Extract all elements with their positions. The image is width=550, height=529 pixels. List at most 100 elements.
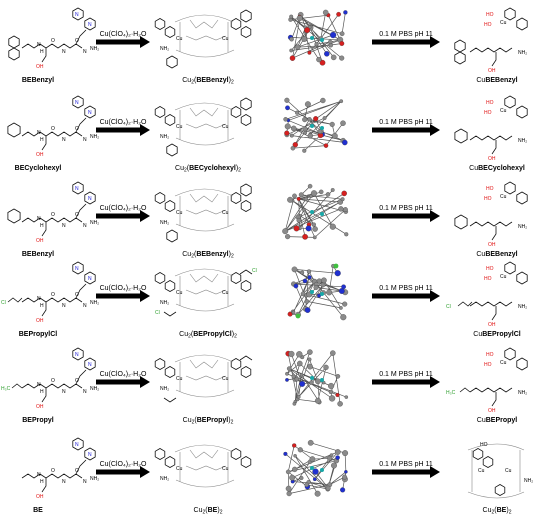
crystal-atom bbox=[343, 207, 348, 212]
product-pyridine-ring bbox=[516, 191, 528, 205]
atom-o-label: O bbox=[75, 378, 79, 384]
crystal-atom bbox=[285, 469, 291, 475]
crystal-atom bbox=[330, 54, 337, 61]
reaction-arrow-head bbox=[430, 210, 440, 222]
hydroxyl-arm bbox=[41, 302, 47, 317]
crystal-atom bbox=[326, 289, 333, 296]
crystal-atom bbox=[343, 10, 348, 15]
group-ring bbox=[166, 55, 178, 69]
linker-bond bbox=[75, 117, 87, 133]
dimer-pyridine-ring bbox=[164, 366, 176, 378]
crystal-atom bbox=[323, 364, 329, 371]
crystal-cu-atom bbox=[320, 292, 324, 296]
macrocycle-frame bbox=[174, 14, 235, 58]
crystal-atom bbox=[292, 193, 297, 199]
product-hydroxyl-arm bbox=[491, 140, 497, 155]
product-backbone bbox=[469, 301, 513, 307]
ligand-name: BECyclohexyl bbox=[15, 165, 62, 172]
crystal-atom bbox=[302, 117, 308, 123]
crystal-atom bbox=[339, 306, 343, 310]
backbone-chain bbox=[21, 383, 83, 389]
dimer-name: Cu2(BEBenzyl)2 bbox=[182, 77, 234, 86]
crystal-atom bbox=[315, 378, 321, 385]
dimer-pyridine-ring bbox=[230, 272, 242, 284]
reaction-arrow-head bbox=[140, 210, 150, 222]
atom-o-label: O bbox=[51, 126, 55, 132]
crystal-atom bbox=[296, 15, 303, 22]
group-chain bbox=[457, 301, 473, 307]
crystal-atom bbox=[307, 363, 313, 370]
hydroxyl-arm bbox=[41, 478, 47, 493]
pyridine-ring-1 bbox=[72, 181, 84, 195]
atom-nh2-label: NH₂ bbox=[90, 134, 99, 140]
atom-cl-label: Cl bbox=[1, 300, 6, 306]
atom-ho-label: HO bbox=[484, 276, 492, 282]
dimer-pyridine-ring bbox=[154, 448, 166, 460]
dimer-name: Cu2(BEPropyl)2 bbox=[183, 417, 234, 426]
crystal-atom bbox=[288, 350, 295, 358]
crystal-atom bbox=[330, 350, 336, 356]
dimer-pyridine-ring bbox=[154, 358, 166, 370]
product-hydroxyl-arm bbox=[491, 306, 497, 321]
hydroxyl-arm bbox=[41, 48, 47, 63]
atom-h-label: H bbox=[40, 223, 44, 229]
crystal-atom bbox=[312, 468, 319, 475]
condition-label: 0.1 M PBS pH 11 bbox=[379, 119, 433, 126]
atom-nh2-label: NH₂ bbox=[518, 138, 527, 144]
crystal-atom bbox=[293, 225, 300, 232]
atom-cu-label: Cu bbox=[176, 124, 183, 130]
pyridine-ring-1 bbox=[72, 437, 84, 451]
crystal-atom bbox=[336, 11, 341, 17]
atom-cu-label: Cu bbox=[500, 194, 507, 200]
group-ring bbox=[240, 97, 252, 111]
crystal-atom bbox=[299, 475, 304, 481]
atom-o-label: O bbox=[75, 212, 79, 218]
group-ring bbox=[166, 229, 178, 243]
condition-label: 0.1 M PBS pH 11 bbox=[379, 285, 433, 292]
ligand-name: BEBenzyl bbox=[22, 251, 54, 258]
crystal-cu-atom bbox=[310, 210, 314, 214]
crystal-atom bbox=[310, 190, 318, 197]
condition-label: 0.1 M PBS pH 11 bbox=[379, 371, 433, 378]
crystal-atom bbox=[306, 269, 312, 274]
group-chain bbox=[239, 355, 253, 361]
crystal-atom bbox=[303, 196, 309, 202]
atom-h3c-label: H₃C bbox=[1, 386, 11, 392]
propyl-chain bbox=[7, 297, 23, 303]
dimer-pyridine-ring bbox=[240, 366, 252, 378]
hydroxyl-arm bbox=[41, 136, 47, 151]
atom-oh-label: OH bbox=[36, 494, 44, 500]
atom-nh2-label: NH₂ bbox=[518, 304, 527, 310]
dimer-pyridine-ring bbox=[154, 18, 166, 30]
atom-o-label: O bbox=[75, 38, 79, 44]
group-ring bbox=[240, 183, 252, 197]
reaction-arrow-head bbox=[140, 124, 150, 136]
dimer-pyridine-ring bbox=[230, 448, 242, 460]
atom-n-label: N bbox=[62, 49, 66, 55]
crystal-atom bbox=[314, 397, 321, 404]
reagent-label: Cu(ClO₄)₂·H₂O bbox=[100, 371, 147, 378]
atom-o-label: O bbox=[51, 212, 55, 218]
atom-nh2-label: NH₂ bbox=[518, 390, 527, 396]
crystal-atom bbox=[339, 99, 344, 104]
crystal-atom bbox=[296, 217, 302, 223]
crystal-atom bbox=[295, 110, 300, 115]
crystal-atom bbox=[289, 48, 294, 53]
backbone-chain bbox=[21, 297, 83, 303]
atom-nh2-label: NH₂ bbox=[160, 134, 169, 140]
condition-label: 0.1 M PBS pH 11 bbox=[379, 461, 433, 468]
crystal-atom bbox=[322, 116, 327, 121]
crystal-atom bbox=[297, 447, 303, 453]
crystal-atom bbox=[285, 105, 290, 111]
crystal-atom bbox=[283, 117, 288, 122]
macrocycle-frame bbox=[174, 188, 235, 232]
crystal-atom bbox=[335, 392, 340, 398]
atom-nh2-label: NH₂ bbox=[90, 386, 99, 392]
crystal-atom bbox=[330, 188, 335, 192]
crystal-cu-atom bbox=[310, 376, 314, 380]
macrocycle-frame bbox=[174, 102, 235, 146]
